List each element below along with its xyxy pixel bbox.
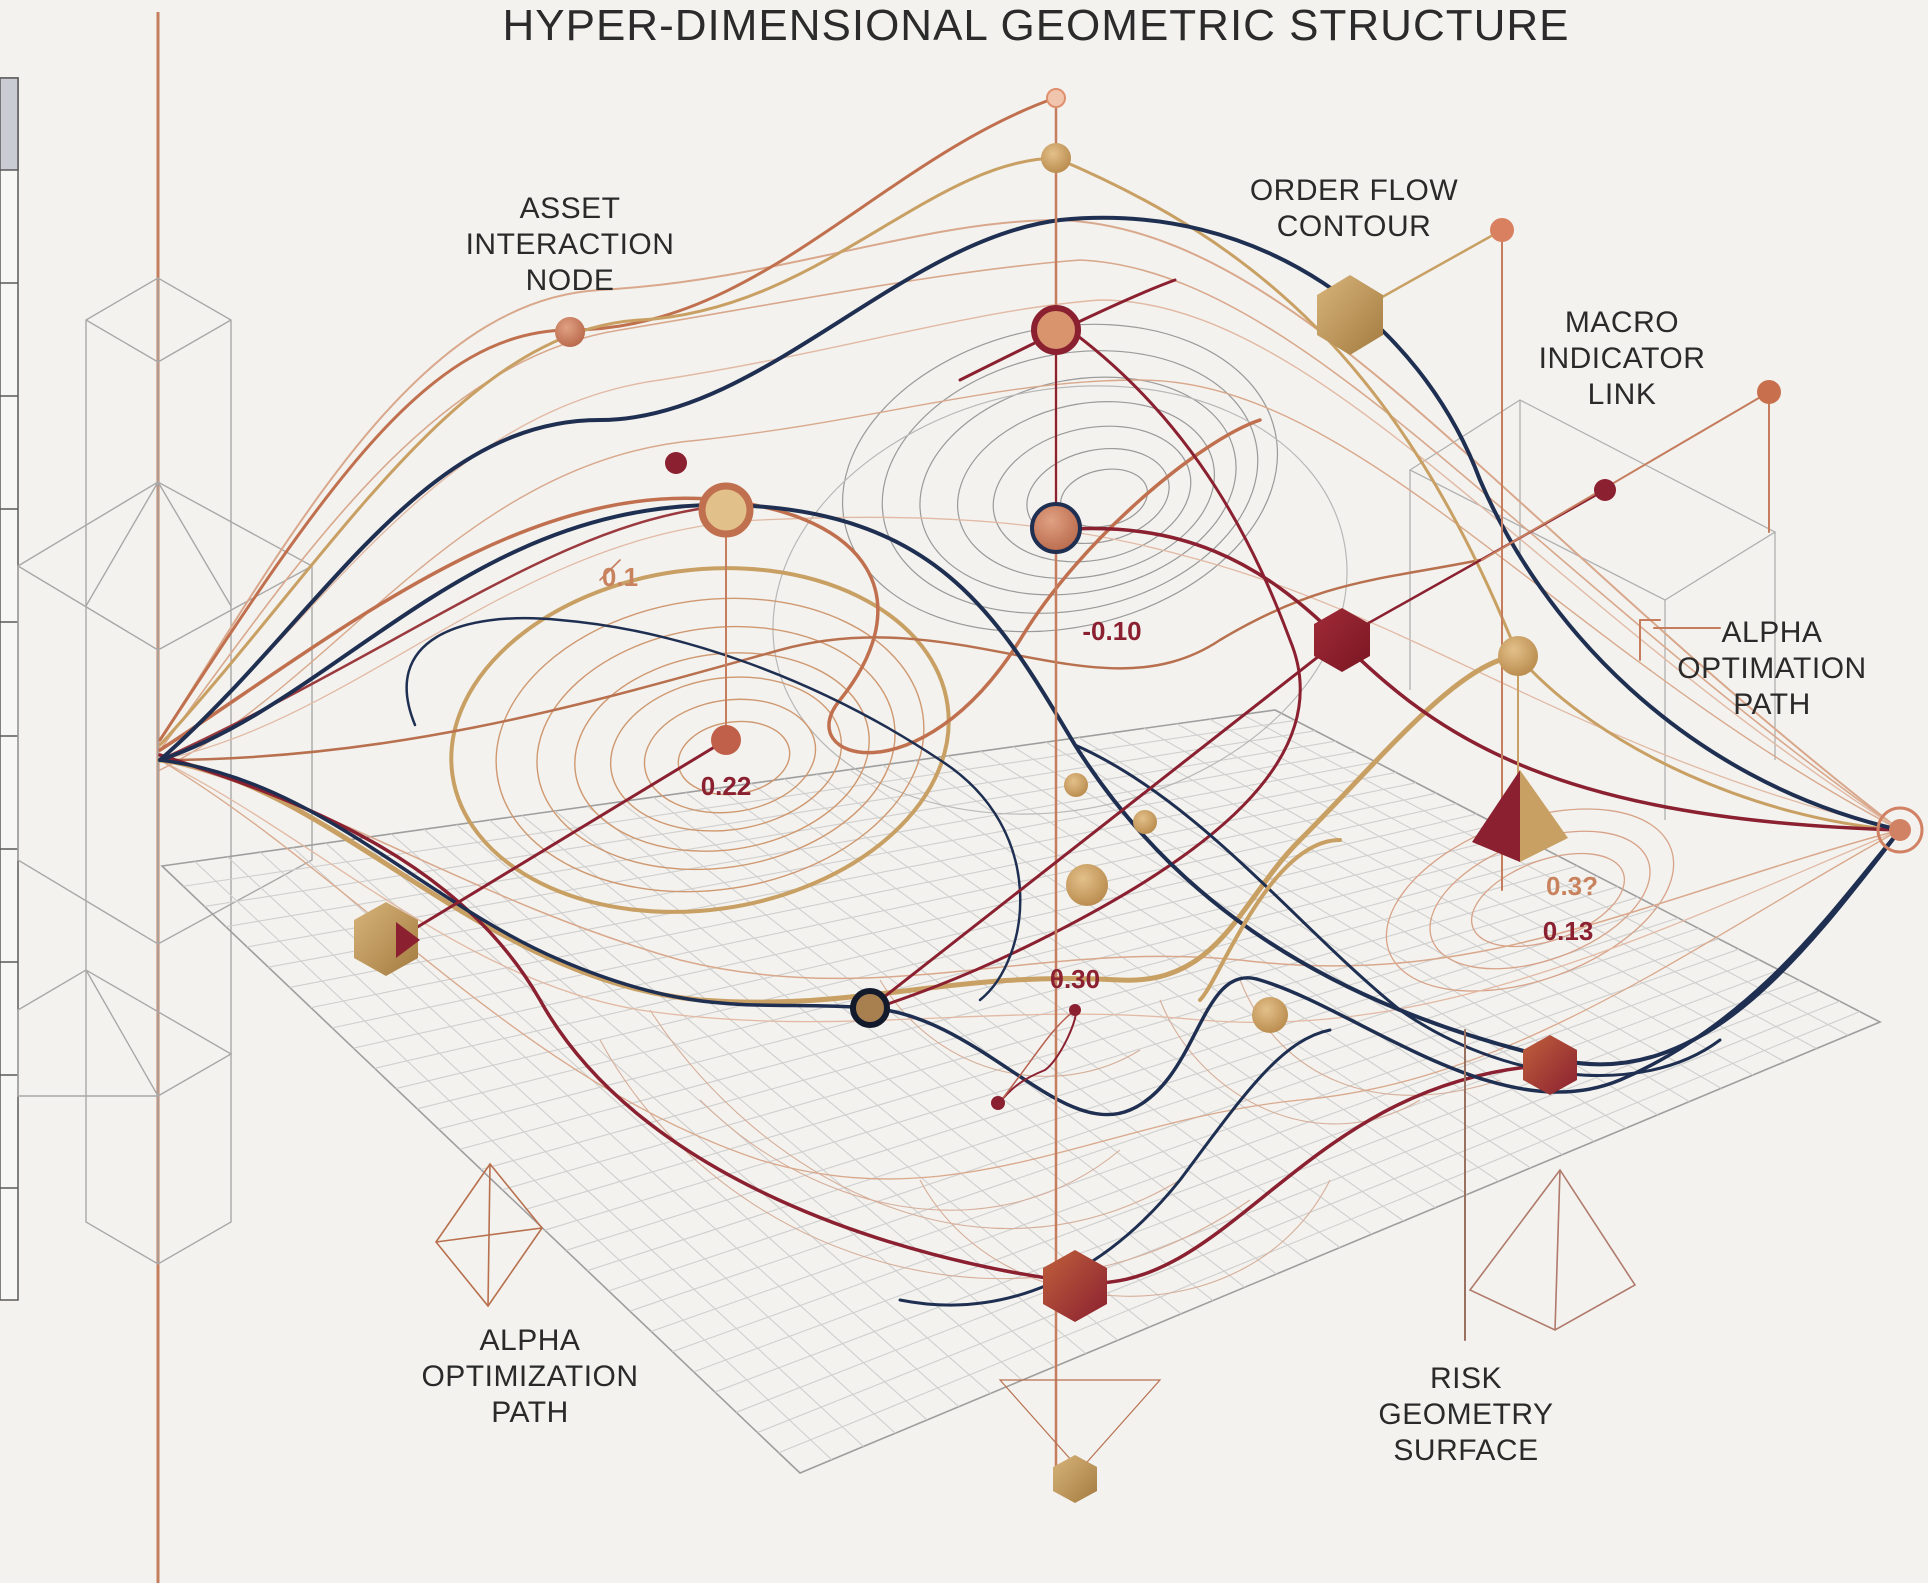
value-label-0-37: 0.3?: [1546, 871, 1598, 901]
value-label-0-30: θ.30: [1050, 964, 1100, 994]
grid-line: [353, 803, 1457, 1049]
flow-line-bundle: [157, 96, 1902, 1307]
left-wireframe-prisms: [17, 277, 313, 1265]
grid-line: [268, 761, 1376, 968]
grid-line: [459, 855, 1558, 1150]
svg-text:OPTIMATION: OPTIMATION: [1677, 652, 1866, 685]
value-node-0-22: [711, 725, 741, 755]
value-label-0-22: 0.22: [701, 771, 752, 801]
dark-ring-node: [850, 988, 890, 1028]
risk-pyramid-right-face: [1520, 770, 1568, 862]
tiny-crimson-node-a: [1069, 1004, 1081, 1016]
grid-line: [587, 917, 1679, 1272]
bottom-gold-hexagon: [1053, 1455, 1097, 1503]
svg-text:PATH: PATH: [491, 1396, 569, 1429]
svg-text:INTERACTION: INTERACTION: [466, 228, 675, 261]
svg-text:SURFACE: SURFACE: [1393, 1434, 1538, 1467]
callout-alpha-optimization-path: ALPHA OPTIMIZATION PATH: [421, 1324, 638, 1429]
right-terminal-core: [1889, 819, 1911, 841]
crimson-ring-node: [1031, 305, 1081, 355]
value-labels: 0.1 -0.10 0.22 0.3? 0.13 θ.30: [602, 562, 1598, 994]
grid-line: [480, 865, 1578, 1171]
gold-ring-node: [698, 482, 754, 538]
top-apex-node: [1046, 88, 1066, 108]
grid-line: [650, 948, 1740, 1332]
callout-risk-geometry-surface: RISK GEOMETRY SURFACE: [1378, 1362, 1553, 1467]
grid-line: [608, 927, 1699, 1292]
callout-macro-indicator-link: MACRO INDICATOR LINK: [1539, 306, 1706, 411]
mid-gold-node-a: [1064, 773, 1088, 797]
grid-line: [629, 938, 1719, 1312]
callout-alpha-optimation-path: ALPHA OPTIMATION PATH: [1677, 616, 1866, 721]
svg-text:GEOMETRY: GEOMETRY: [1378, 1398, 1553, 1431]
bottom-crimson-hexagon: [1043, 1250, 1107, 1322]
grid-line: [672, 959, 1760, 1353]
nodes: [354, 88, 1924, 1503]
macro-link-dot: [1757, 380, 1781, 404]
svg-text:OPTIMIZATION: OPTIMIZATION: [421, 1360, 638, 1393]
mid-gold-node-c: [1066, 864, 1108, 906]
right-terminal-node: [1876, 806, 1924, 854]
grid-line: [502, 875, 1598, 1191]
order-flow-contour-rings: [772, 323, 1348, 815]
macro-link-crimson-dot: [1594, 479, 1616, 501]
grid-line: [289, 771, 1397, 988]
grid-line: [332, 792, 1437, 1029]
grid-line: [544, 896, 1639, 1231]
svg-text:ALPHA: ALPHA: [1722, 616, 1823, 649]
svg-text:ALPHA: ALPHA: [480, 1324, 581, 1357]
mid-gold-node-d: [1252, 997, 1288, 1033]
grid-line: [693, 969, 1780, 1373]
svg-text:ASSET: ASSET: [520, 192, 621, 225]
order-flow-hexagon: [1317, 275, 1383, 355]
grid-line: [565, 907, 1659, 1251]
grid-line: [438, 844, 1538, 1130]
small-crimson-node: [665, 452, 687, 474]
svg-text:INDICATOR: INDICATOR: [1539, 342, 1706, 375]
svg-text:LINK: LINK: [1588, 378, 1657, 411]
grid-line: [225, 740, 1336, 928]
left-gold-hexagon-inner: [396, 922, 420, 958]
callout-asset-interaction-node: ASSET INTERACTION NODE: [466, 192, 675, 297]
risk-grid-surface: [160, 709, 1882, 1474]
value-label-0-13: 0.13: [1543, 916, 1594, 946]
left-gold-hexagon: [354, 902, 418, 976]
grid-line: [374, 813, 1477, 1069]
right-crimson-cube: [1523, 1035, 1577, 1095]
gold-top-node: [1041, 143, 1071, 173]
grid-line: [395, 823, 1497, 1090]
value-label-neg-0-10: -0.10: [1082, 616, 1141, 646]
tiny-crimson-node-b: [991, 1096, 1005, 1110]
grid-line: [417, 834, 1518, 1110]
diagram-title: HYPER-DIMENSIONAL GEOMETRIC STRUCTURE: [502, 1, 1569, 50]
left-table-strip: [0, 77, 19, 1301]
grid-line: [204, 730, 1316, 908]
callout-order-flow-contour: ORDER FLOW CONTOUR: [1250, 174, 1459, 243]
svg-text:PATH: PATH: [1733, 688, 1811, 721]
mid-gold-node-b: [1133, 810, 1157, 834]
grid-line: [757, 1000, 1840, 1434]
left-contour-rings: [449, 566, 951, 914]
svg-text:MACRO: MACRO: [1565, 306, 1679, 339]
svg-text:NODE: NODE: [526, 264, 615, 297]
central-hub-node: [1030, 502, 1082, 554]
value-label-0-1: 0.1: [602, 562, 638, 592]
grid-line: [183, 719, 1296, 887]
asset-interaction-node-dot: [555, 317, 585, 347]
svg-text:CONTOUR: CONTOUR: [1277, 210, 1432, 243]
crimson-hexagon: [1314, 608, 1370, 672]
grid-line: [778, 1011, 1861, 1454]
bottom-wireframe-prisms: [435, 1162, 1637, 1471]
grid-line: [714, 979, 1800, 1393]
alpha-path-gold-node: [1498, 636, 1538, 676]
grid-line: [523, 886, 1618, 1211]
svg-text:ORDER FLOW: ORDER FLOW: [1250, 174, 1459, 207]
grid-line: [310, 782, 1417, 1009]
order-flow-dot: [1490, 218, 1514, 242]
svg-text:RISK: RISK: [1430, 1362, 1502, 1395]
risk-pyramid-left-face: [1472, 770, 1520, 862]
